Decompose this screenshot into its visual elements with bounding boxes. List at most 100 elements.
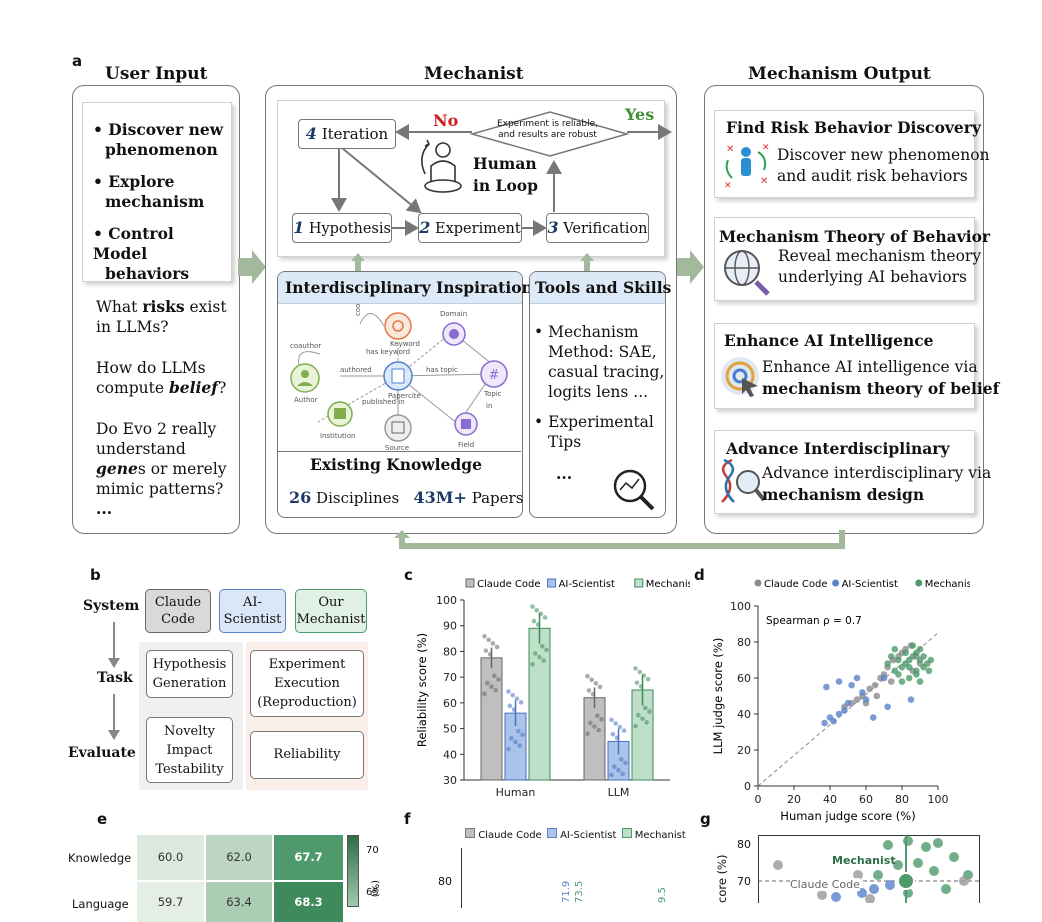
scatter-point [916, 678, 924, 685]
jitter-point [506, 689, 511, 694]
jitter-point [644, 720, 649, 725]
scatter-point [913, 671, 920, 678]
jitter-point [511, 707, 517, 712]
tools-up-arrow [580, 253, 594, 271]
y-tick-label: 30 [443, 774, 457, 787]
panel-d-letter: d [694, 566, 705, 584]
legend-label: Claude Code [477, 579, 541, 590]
heatmap-grid: 60.0 62.0 67.7 59.7 63.4 68.3 [137, 835, 343, 922]
y-tick-label: 40 [443, 748, 457, 761]
jitter-point [641, 673, 647, 678]
panel-g-ylabel: core (%) [715, 854, 729, 903]
jitter-point [509, 736, 514, 741]
jitter-point [586, 688, 592, 693]
target-cursor-icon [721, 357, 759, 397]
x-tick-label: 80 [895, 793, 909, 806]
y-tick-label: 60 [443, 697, 457, 710]
kg-edge-cooccur: cooccur [354, 304, 362, 316]
scatter-point [887, 653, 895, 660]
jitter-point [617, 724, 623, 730]
jitter-point [616, 767, 621, 773]
scatter-point [927, 656, 935, 664]
legend-marker [754, 579, 762, 587]
jitter-point [593, 681, 599, 686]
institution-node [327, 401, 353, 427]
y-axis-label: Reliability score (%) [415, 633, 429, 747]
jitter-point [493, 687, 498, 693]
jitter-point [643, 705, 648, 711]
jitter-point [596, 727, 601, 733]
heatmap-cell: 62.0 [206, 835, 274, 882]
jitter-point [530, 604, 535, 609]
legend-label: Claude Code [764, 579, 828, 590]
heatmap-cell: 63.4 [206, 882, 274, 922]
y-tick-label: 100 [436, 594, 457, 607]
kg-label-author: Author [294, 396, 318, 404]
svg-text:✕: ✕ [726, 144, 734, 155]
decision-diamond-shape [469, 111, 630, 157]
scatter-point [884, 703, 891, 711]
legend-swatch [465, 578, 475, 588]
panel-e-letter: e [97, 810, 108, 828]
scatter-point [844, 699, 852, 707]
row-label-system: System [83, 598, 140, 614]
globe-search-icon [724, 250, 770, 296]
panel-g-letter: g [700, 810, 711, 828]
scatter-point [907, 696, 915, 703]
kg-edge-in: in [486, 402, 492, 410]
jitter-point [621, 728, 627, 733]
x-tick-label: 0 [755, 793, 762, 806]
colorbar-label: (%) [369, 880, 380, 898]
output-card-risk [714, 110, 975, 198]
y-tick-label: 90 [443, 620, 457, 633]
scatter-point [909, 642, 917, 649]
kg-label-institution: Institution [320, 432, 355, 440]
kg-label-source: Source [385, 444, 409, 452]
jitter-point [585, 673, 590, 679]
jitter-point [482, 691, 487, 697]
y-axis-label: LLM judge score (%) [711, 638, 725, 755]
jitter-point [645, 676, 651, 682]
y-tick-label: 0 [744, 780, 751, 793]
topic-node: # [480, 360, 508, 388]
jitter-point [486, 637, 491, 643]
jitter-point [534, 607, 539, 613]
jitter-point [633, 723, 638, 729]
jitter-point [518, 700, 524, 705]
jitter-point [506, 746, 511, 752]
kg-divider [278, 451, 521, 452]
jitter-point [489, 684, 494, 689]
system-ai-scientist: AI-Scientist [219, 589, 286, 633]
kg-edge-authored: authored [340, 366, 372, 374]
scatter-point [862, 696, 870, 703]
scatter-point [866, 685, 873, 693]
jitter-point [540, 643, 545, 649]
bar [583, 697, 606, 781]
x-tick-label: 40 [823, 793, 837, 806]
heatmap-row-knowledge: Knowledge [68, 851, 132, 865]
jitter-point [533, 651, 538, 656]
jitter-point [520, 732, 525, 738]
jitter-point [599, 717, 604, 722]
jitter-point [492, 673, 497, 679]
jitter-point [610, 731, 616, 737]
iteration-box: 4 Iteration [298, 119, 396, 149]
mechanist-to-output-arrow [676, 250, 704, 284]
x-tick-label: LLM [608, 786, 630, 799]
x-tick-label: 20 [787, 793, 801, 806]
jitter-point [538, 611, 544, 617]
scatter-point [835, 710, 843, 718]
jitter-point [482, 633, 487, 639]
scatter-point [895, 671, 902, 678]
decision-text: Experiment is reliable,and results are r… [496, 119, 599, 140]
domain-node [442, 322, 466, 346]
jitter-point [633, 666, 638, 671]
jitter-point [490, 641, 496, 646]
jitter-point [585, 731, 590, 737]
heatmap-colorbar [347, 835, 359, 907]
